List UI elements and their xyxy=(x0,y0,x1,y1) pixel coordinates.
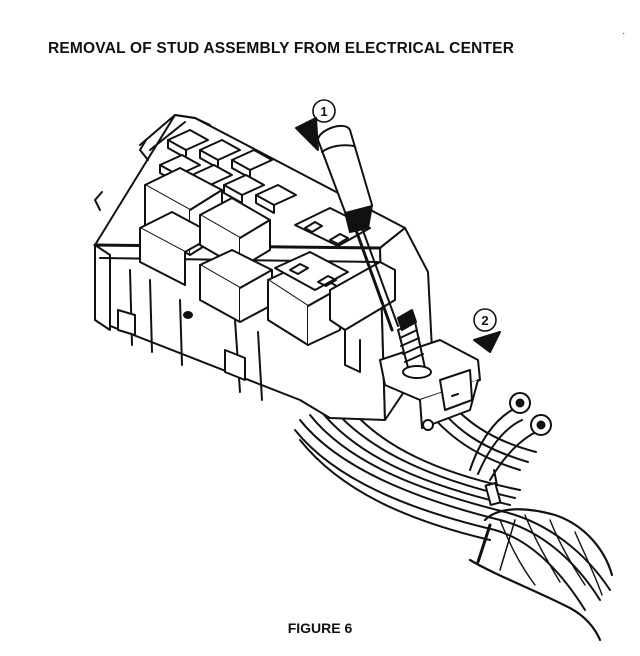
callout-2: 2 xyxy=(473,308,501,353)
connector-socket xyxy=(274,207,396,373)
stud-assembly xyxy=(397,309,432,379)
corner-mark: · xyxy=(622,28,626,39)
callout-1-label: 1 xyxy=(320,104,327,119)
wiring-harness xyxy=(294,389,614,642)
removal-tool xyxy=(317,124,399,332)
callout-2-arrow xyxy=(473,331,501,353)
figure-caption: FIGURE 6 xyxy=(287,620,353,636)
figure-title: REMOVAL OF STUD ASSEMBLY FROM ELECTRICAL… xyxy=(48,40,515,57)
callout-2-label: 2 xyxy=(481,313,488,328)
callout-1-arrow xyxy=(295,117,319,151)
callout-1: 1 xyxy=(295,99,336,151)
ring-terminals xyxy=(469,392,552,481)
